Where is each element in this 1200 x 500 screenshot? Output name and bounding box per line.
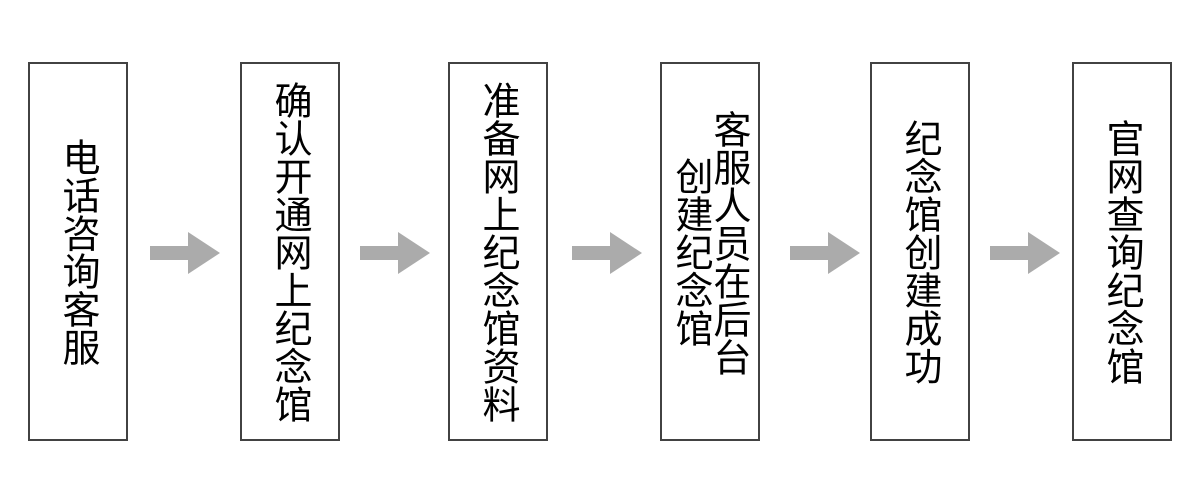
flow-node-5-label: 纪念馆创建成功	[898, 118, 942, 385]
flow-node-1[interactable]: 电话咨询客服	[28, 62, 128, 441]
flow-node-4-label-column-2: 创建纪念馆	[669, 156, 713, 347]
right-arrow-icon	[572, 232, 642, 274]
flow-node-1-label: 电话咨询客服	[56, 137, 100, 366]
right-arrow-icon	[990, 232, 1060, 274]
right-arrow-icon	[360, 232, 430, 274]
flow-node-3-label: 准备网上纪念馆资料	[476, 80, 520, 423]
flow-node-2-label: 确认开通网上纪念馆	[268, 80, 312, 423]
flow-node-6-label: 官网查询纪念馆	[1100, 118, 1144, 385]
right-arrow-icon	[790, 232, 860, 274]
flow-node-6[interactable]: 官网查询纪念馆	[1072, 62, 1172, 441]
flow-node-2[interactable]: 确认开通网上纪念馆	[240, 62, 340, 441]
flow-node-5[interactable]: 纪念馆创建成功	[870, 62, 970, 441]
flow-node-4-label-column-1: 客服人员在后台	[707, 109, 751, 376]
flow-node-3[interactable]: 准备网上纪念馆资料	[448, 62, 548, 441]
flow-node-4[interactable]: 创建纪念馆 客服人员在后台	[660, 62, 760, 441]
right-arrow-icon	[150, 232, 220, 274]
